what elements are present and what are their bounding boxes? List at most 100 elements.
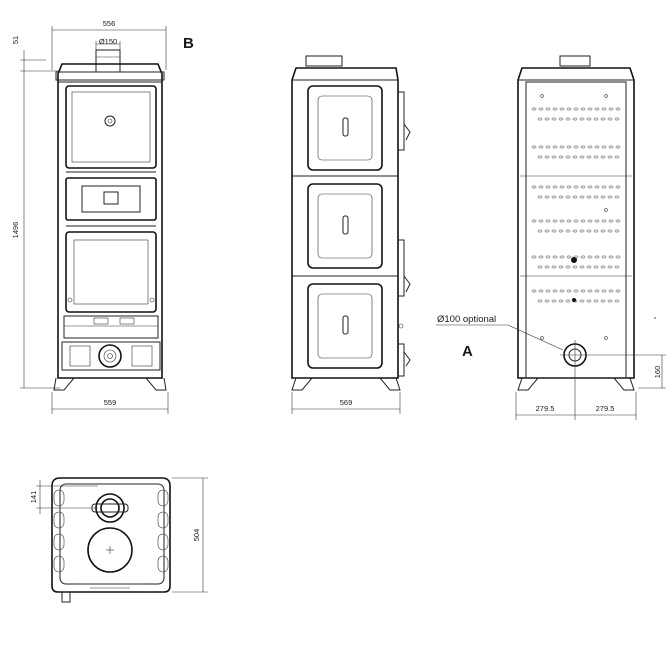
vent-slot <box>601 185 607 189</box>
vent-slot <box>594 107 600 111</box>
vent-slot <box>538 219 544 223</box>
vent-slot <box>531 185 537 189</box>
vent-slot <box>600 155 606 159</box>
plan-view: 141 504 <box>29 477 208 603</box>
vent-slot <box>614 117 620 121</box>
dim-rear-right: 279.5 <box>596 404 615 413</box>
vent-slot <box>586 299 592 303</box>
vent-slot <box>559 185 565 189</box>
front-view: 556 Ø150 51 1496 B <box>11 19 194 414</box>
vent-slot <box>545 107 551 111</box>
vent-slot <box>579 195 585 199</box>
vent-slot <box>537 299 543 303</box>
vent-slot <box>593 299 599 303</box>
vent-slot <box>566 289 572 293</box>
vent-slot <box>608 145 614 149</box>
vent-slot <box>558 299 564 303</box>
vent-slot <box>614 195 620 199</box>
vent-slot <box>579 117 585 121</box>
vent-slot <box>594 255 600 259</box>
vent-slot <box>600 229 606 233</box>
dim-rear-left: 279.5 <box>536 404 555 413</box>
vent-slot <box>587 255 593 259</box>
vent-slot <box>607 155 613 159</box>
vent-slot <box>586 265 592 269</box>
vent-slot <box>593 117 599 121</box>
vent-slot <box>608 255 614 259</box>
vent-slot <box>545 289 551 293</box>
vent-slot <box>559 289 565 293</box>
vent-slot <box>537 117 543 121</box>
vent-slot <box>572 195 578 199</box>
vent-slot <box>565 155 571 159</box>
vent-slot <box>600 195 606 199</box>
vent-slot <box>608 107 614 111</box>
vent-slot <box>552 145 558 149</box>
vent-slot <box>586 195 592 199</box>
vent-slot <box>573 289 579 293</box>
vent-slot <box>537 155 543 159</box>
vent-slot <box>608 219 614 223</box>
vent-slot <box>552 219 558 223</box>
vent-slot <box>587 185 593 189</box>
vent-slot <box>538 289 544 293</box>
vent-slot <box>587 219 593 223</box>
dim-outlet-height: 160 <box>653 366 662 379</box>
vent-slot <box>531 289 537 293</box>
dim-top-offset: 51 <box>11 36 20 44</box>
vent-slot <box>566 145 572 149</box>
vent-slot <box>614 265 620 269</box>
vent-slot <box>607 229 613 233</box>
vent-slot <box>573 219 579 223</box>
vent-slot <box>552 255 558 259</box>
dim-front-width: 559 <box>104 398 117 407</box>
vent-slot <box>566 107 572 111</box>
vent-slot <box>566 219 572 223</box>
vent-slot <box>615 255 621 259</box>
vent-slot <box>566 185 572 189</box>
vent-slot <box>580 289 586 293</box>
vent-slot <box>607 265 613 269</box>
dim-total-height: 1496 <box>11 222 20 239</box>
vent-slot <box>559 107 565 111</box>
vent-slot <box>615 185 621 189</box>
vent-slot <box>579 229 585 233</box>
vent-slot <box>580 145 586 149</box>
vent-slot <box>615 107 621 111</box>
vent-slot <box>586 229 592 233</box>
vent-slot <box>593 155 599 159</box>
vent-slot <box>531 255 537 259</box>
vent-slot <box>531 219 537 223</box>
vent-slot <box>565 299 571 303</box>
vent-slot <box>607 117 613 121</box>
vent-slot <box>601 145 607 149</box>
vent-slot <box>607 195 613 199</box>
vent-slot <box>559 219 565 223</box>
vent-slot <box>538 145 544 149</box>
vent-slot <box>566 255 572 259</box>
label-flue-optional: Ø100 optional <box>437 314 496 325</box>
vent-slot <box>594 185 600 189</box>
vent-slot <box>572 117 578 121</box>
dim-side-width: 569 <box>340 398 353 407</box>
vent-slot <box>558 265 564 269</box>
vent-slot <box>545 185 551 189</box>
side-view: 569 <box>291 55 411 414</box>
vent-slot <box>594 219 600 223</box>
vent-slot <box>579 155 585 159</box>
vent-slot <box>551 265 557 269</box>
vent-slot <box>559 255 565 259</box>
vent-slot <box>587 145 593 149</box>
vent-slot <box>614 229 620 233</box>
vent-slot <box>551 195 557 199</box>
vent-slot <box>545 219 551 223</box>
vent-slot <box>558 117 564 121</box>
vent-slot <box>600 299 606 303</box>
vent-slot <box>580 107 586 111</box>
vent-slot <box>538 185 544 189</box>
vent-slot <box>615 145 621 149</box>
rear-view: 160 Ø100 optional A 279.5 279.5 <box>436 55 666 420</box>
vent-slot <box>538 255 544 259</box>
vent-slot <box>580 185 586 189</box>
